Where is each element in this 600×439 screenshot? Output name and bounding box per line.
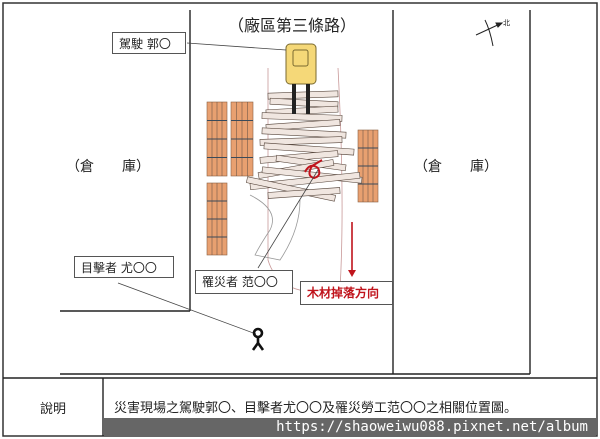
lumber-bundle	[206, 101, 228, 177]
fall-direction-arrow-icon	[348, 222, 356, 277]
forklift-icon	[285, 43, 317, 114]
lumber-bundle	[357, 129, 379, 203]
lumber-bundle	[206, 182, 228, 256]
victim-label: 罹災者 范〇〇	[195, 270, 293, 294]
footer-caption: 災害現場之駕駛郭〇、目擊者尤〇〇及罹災勞工范〇〇之相關位置圖。	[114, 401, 518, 416]
watermark-url: https://shaoweiwu088.pixnet.net/album	[104, 418, 596, 436]
walls	[3, 10, 597, 436]
north-label: 北	[503, 19, 510, 27]
footer-header: 說明	[40, 402, 67, 417]
lumber-plank	[261, 112, 343, 122]
driver-label: 駕駛 郭〇	[112, 32, 186, 54]
warehouse-left-label: （倉 庫）	[66, 159, 150, 175]
warehouse-right-label: （倉 庫）	[414, 159, 498, 175]
lumber-plank	[265, 119, 341, 131]
lumber-plank	[267, 90, 339, 100]
lumber-swing-outline	[249, 194, 301, 261]
leader-lines	[117, 42, 319, 335]
lumber-plank	[259, 136, 343, 146]
lumber-plank	[269, 97, 339, 109]
fallen-lumber-pile	[246, 90, 363, 202]
impact-mark-icon	[304, 159, 323, 180]
north-arrow-icon	[475, 19, 504, 47]
road-label: （廠區第三條路）	[228, 16, 357, 35]
witness-label: 目擊者 尤〇〇	[74, 256, 174, 278]
lumber-bundle	[230, 101, 254, 177]
witness-position-icon	[251, 327, 265, 351]
lumber-bundles	[206, 101, 379, 256]
fall-direction-label: 木材掉落方向	[300, 281, 393, 305]
lumber-plank	[261, 127, 347, 139]
